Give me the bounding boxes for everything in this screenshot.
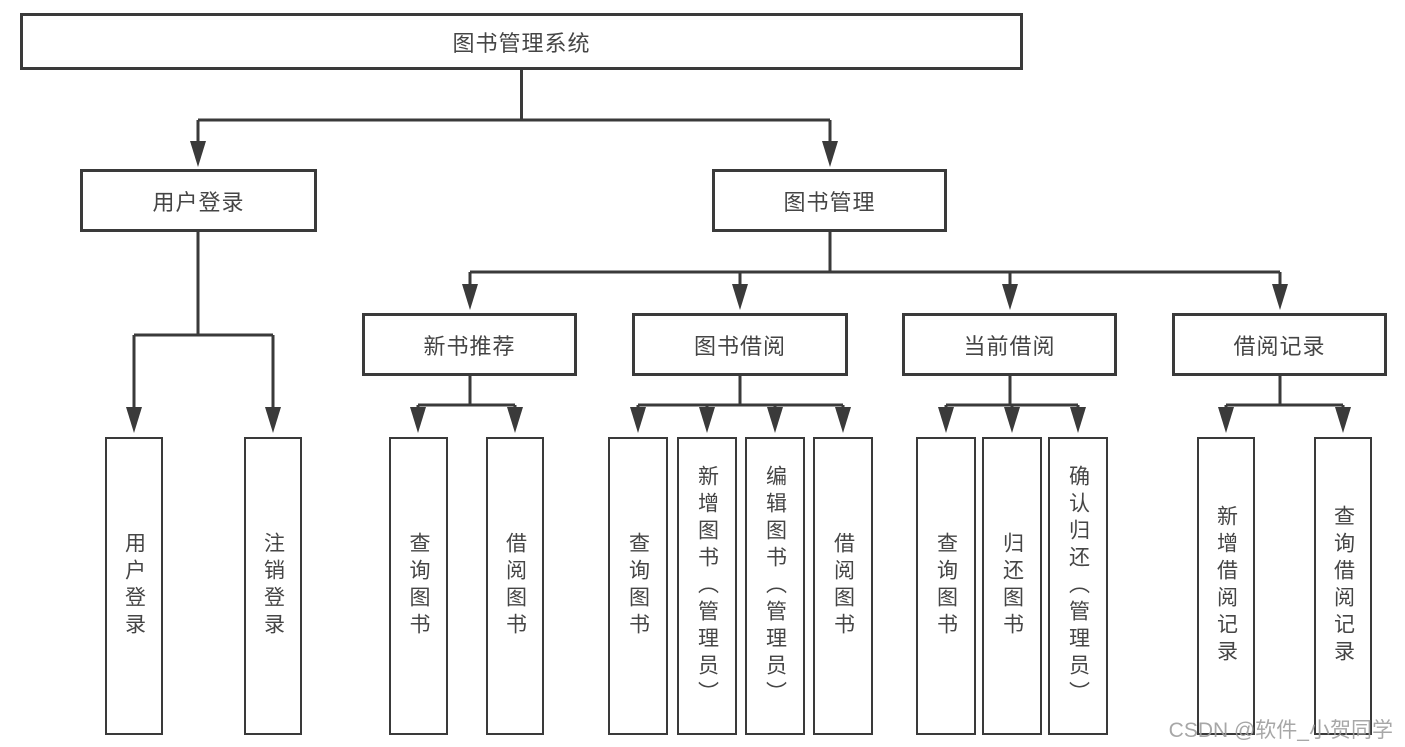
csdn-watermark: CSDN @软件_小贺同学	[1168, 719, 1393, 742]
arrowhead	[699, 407, 715, 433]
connector-user-login-to-leaves	[126, 232, 281, 433]
arrowhead	[1218, 407, 1234, 433]
connector-new-book-to-leaves	[410, 376, 523, 433]
leaf-borrow-books-borrowing: 借阅图书	[813, 437, 873, 735]
leaf-query-books-current: 查询图书	[916, 437, 976, 735]
leaf-borrow-books-recommend-label: 借阅图书	[503, 532, 527, 640]
leaf-return-books: 归还图书	[982, 437, 1042, 735]
arrowhead	[1070, 407, 1086, 433]
leaf-query-borrow-record: 查询借阅记录	[1314, 437, 1372, 735]
node-book-management-label: 图书管理	[783, 189, 876, 215]
connector-borrow-record-to-leaves	[1218, 376, 1351, 433]
node-library-system-label: 图书管理系统	[452, 30, 591, 56]
leaf-logout: 注销登录	[244, 437, 302, 735]
node-user-login-label: 用户登录	[152, 189, 245, 215]
node-new-book-recommend: 新书推荐	[362, 313, 577, 376]
arrowhead	[1004, 407, 1020, 433]
node-current-borrowing-label: 当前借阅	[963, 333, 1056, 359]
leaf-borrow-books-borrowing-label: 借阅图书	[831, 532, 855, 640]
leaf-add-borrow-record-label: 新增借阅记录	[1214, 505, 1238, 667]
leaf-add-book-admin-label: 新增图书（管理员）	[695, 464, 719, 708]
arrowhead	[732, 284, 748, 310]
node-new-book-recommend-label: 新书推荐	[423, 333, 516, 359]
leaf-query-books-recommend: 查询图书	[389, 437, 448, 735]
arrowhead	[126, 407, 142, 433]
leaf-query-books-borrowing-label: 查询图书	[626, 532, 650, 640]
node-library-system: 图书管理系统	[20, 13, 1023, 70]
node-borrowing-records: 借阅记录	[1172, 313, 1387, 376]
node-book-management: 图书管理	[712, 169, 947, 232]
leaf-confirm-return-admin: 确认归还（管理员）	[1048, 437, 1108, 735]
leaf-edit-book-admin-label: 编辑图书（管理员）	[763, 464, 787, 708]
arrowhead	[410, 407, 426, 433]
leaf-borrow-books-recommend: 借阅图书	[486, 437, 544, 735]
arrowhead	[1272, 284, 1288, 310]
arrowhead	[822, 141, 838, 167]
arrowhead	[767, 407, 783, 433]
leaf-add-book-admin: 新增图书（管理员）	[677, 437, 737, 735]
node-current-borrowing: 当前借阅	[902, 313, 1117, 376]
leaf-query-borrow-record-label: 查询借阅记录	[1331, 505, 1355, 667]
leaf-edit-book-admin: 编辑图书（管理员）	[745, 437, 805, 735]
leaf-add-borrow-record: 新增借阅记录	[1197, 437, 1255, 735]
arrowhead	[265, 407, 281, 433]
connector-book-management-to-level3	[462, 232, 1288, 310]
arrowhead	[630, 407, 646, 433]
arrowhead	[1335, 407, 1351, 433]
arrowhead	[507, 407, 523, 433]
leaf-query-books-borrowing: 查询图书	[608, 437, 668, 735]
connector-root-to-level2	[190, 70, 838, 167]
connector-book-borrow-to-leaves	[630, 376, 851, 433]
connector-current-borrow-to-leaves	[938, 376, 1086, 433]
arrowhead	[938, 407, 954, 433]
node-user-login: 用户登录	[80, 169, 317, 232]
arrowhead	[835, 407, 851, 433]
leaf-logout-label: 注销登录	[261, 532, 285, 640]
node-book-borrowing: 图书借阅	[632, 313, 848, 376]
leaf-return-books-label: 归还图书	[1000, 532, 1024, 640]
leaf-query-books-recommend-label: 查询图书	[407, 532, 430, 640]
arrowhead	[462, 284, 478, 310]
arrowhead	[1002, 284, 1018, 310]
node-book-borrowing-label: 图书借阅	[693, 333, 786, 359]
leaf-user-login: 用户登录	[105, 437, 163, 735]
leaf-user-login-label: 用户登录	[122, 532, 146, 640]
arrowhead	[190, 141, 206, 167]
node-borrowing-records-label: 借阅记录	[1233, 333, 1326, 359]
leaf-confirm-return-admin-label: 确认归还（管理员）	[1066, 464, 1090, 708]
leaf-query-books-current-label: 查询图书	[934, 532, 958, 640]
